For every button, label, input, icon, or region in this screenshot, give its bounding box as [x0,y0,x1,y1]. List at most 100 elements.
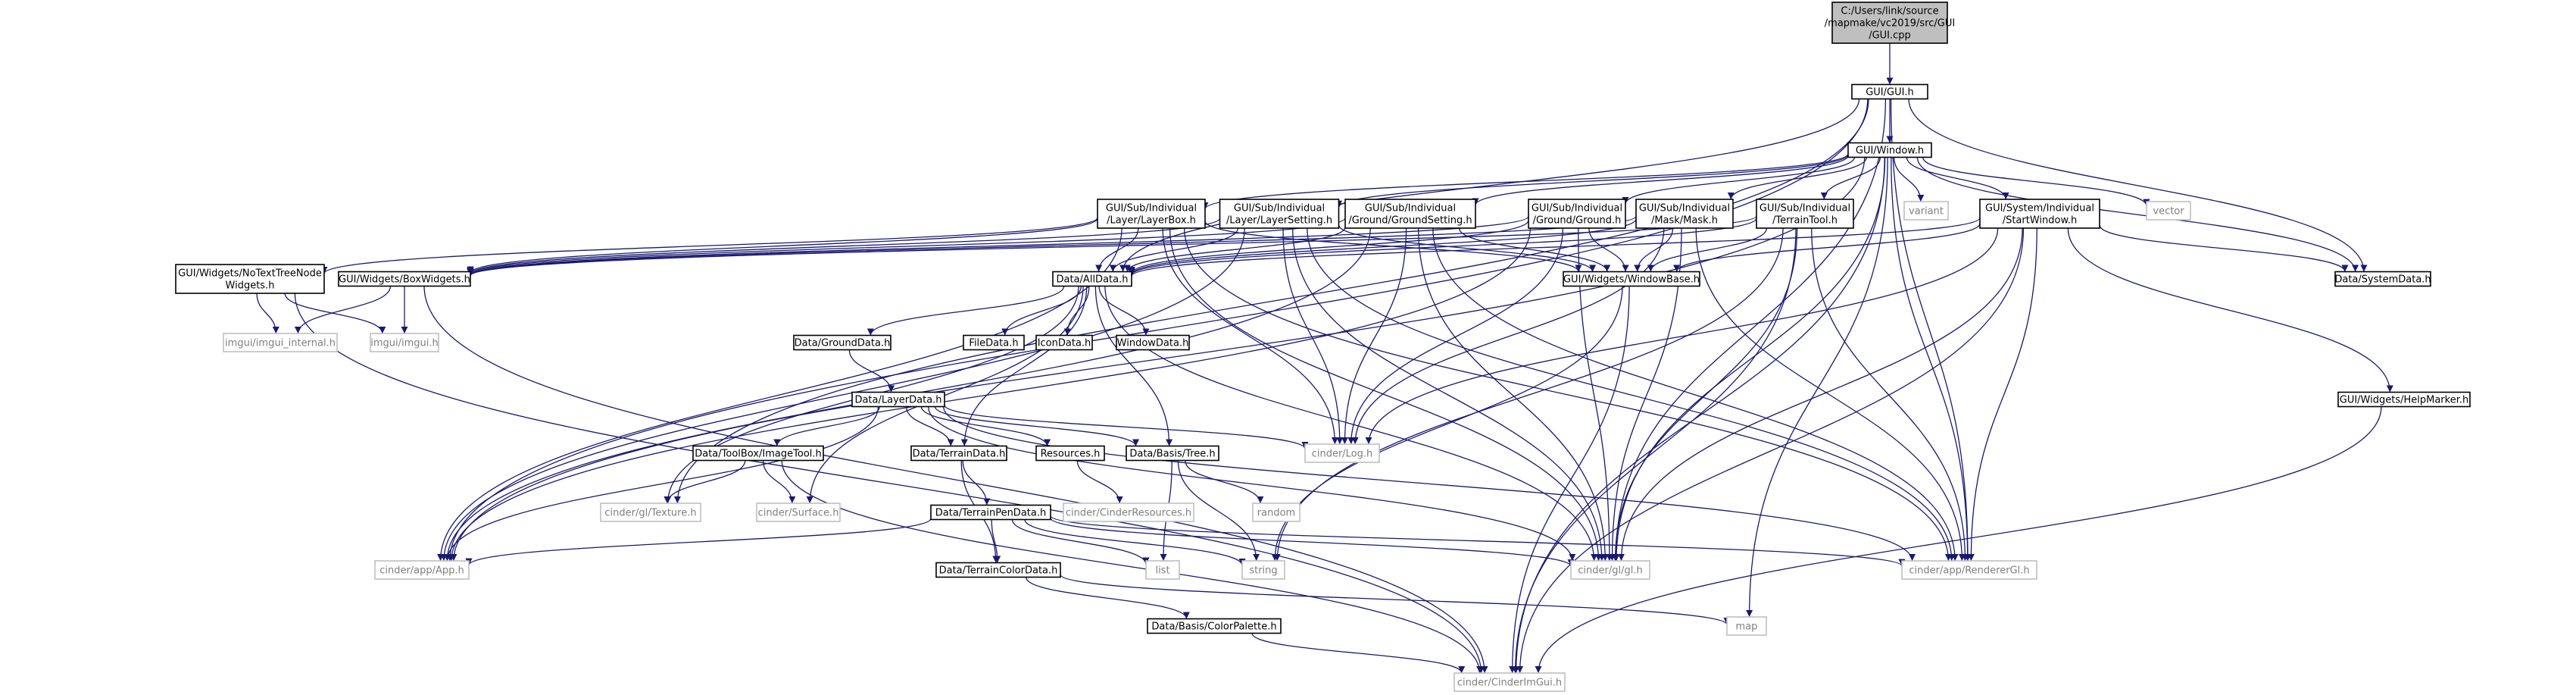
node-window[interactable]: GUI/Window.h [1847,142,1932,158]
edge-startwindow-to-renderergl [1967,227,2037,562]
edge-layersetting-to-renderergl [1307,227,1956,562]
node-groundsetting[interactable]: GUI/Sub/Individual/Ground/GroundSetting.… [1344,199,1476,229]
node-layersetting-label: GUI/Sub/Individual [1234,203,1325,214]
node-boxwidgets[interactable]: GUI/Widgets/BoxWidgets.h [338,271,471,287]
edge-alldata-to-surface [806,286,1084,504]
edge-window-to-layersetting [1335,154,1849,208]
node-groundsetting-box [1344,199,1476,229]
node-vector-box [2146,201,2191,221]
node-vector: vector [2146,201,2191,221]
node-random: random [1252,502,1300,522]
node-windowdata-box [1116,334,1190,351]
edge-layerdata-to-resources [920,406,1051,446]
node-layerbox[interactable]: GUI/Sub/Individual/Layer/LayerBox.h [1097,199,1206,229]
node-terraintool[interactable]: GUI/Sub/Individual/TerrainTool.h [1756,199,1854,229]
edge-mask-to-glgl [1608,227,1682,562]
node-colorpalette-label: Data/Basis/ColorPalette.h [1151,621,1276,633]
node-startwindow[interactable]: GUI/System/Individual/StartWindow.h [1979,199,2100,229]
node-windowbase-label: GUI/Widgets/WindowBase.h [1563,274,1700,286]
node-surface: cinder/Surface.h [756,502,841,522]
node-colorpalette[interactable]: Data/Basis/ColorPalette.h [1147,618,1282,634]
node-layerdata[interactable]: Data/LayerData.h [851,391,945,408]
edge-window-to-startwindow [1906,157,2009,200]
node-terraindata[interactable]: Data/TerrainData.h [910,445,1007,462]
edge-layerbox-to-glgl [1169,227,1603,562]
edge-window-to-appapp [450,157,1866,562]
node-imguiinternal-box [223,333,338,352]
edge-terrainpen-to-list [1011,519,1150,565]
node-cinderlog: cinder/Log.h [1304,443,1380,463]
node-string-box [1241,560,1285,580]
edge-layersetting-to-windowbase [1338,224,1597,272]
node-root-box [1831,2,1948,44]
edge-ground-to-cinderlog [1347,227,1564,445]
edge-layerbox-to-alldata [1095,227,1139,272]
node-root-label: C:/Users/link/source [1841,6,1938,17]
edge-notexttree-to-imguiinternal [256,293,279,334]
node-systemdata[interactable]: Data/SystemData.h [2334,271,2431,287]
node-terraintool-label: GUI/Sub/Individual [1759,203,1850,214]
node-string-label: string [1249,565,1277,577]
node-root[interactable]: C:/Users/link/source/mapmake/vc2019/src/… [1825,2,1955,44]
node-glgl-box [1570,560,1650,580]
edge-ground-to-windowbase [1588,227,1629,272]
edge-layerdata-to-renderergl [943,406,1916,562]
node-terraindata-label: Data/TerrainData.h [913,449,1006,460]
edge-terrainpen-to-appapp [465,518,932,566]
node-guih-label: GUI/GUI.h [1866,87,1914,99]
node-renderergl: cinder/app/RendererGl.h [1901,560,2037,580]
node-alldata[interactable]: Data/AllData.h [1052,271,1132,287]
edge-layerdata-to-tree [934,406,1140,446]
node-tree[interactable]: Data/Basis/Tree.h [1126,445,1219,462]
edge-layersetting-to-appapp [440,227,1245,562]
node-icondata[interactable]: IconData.h [1035,334,1093,351]
node-groundata[interactable]: Data/GroundData.h [793,334,891,351]
edge-tree-to-string [1177,460,1260,562]
edge-terraindata-to-terrainpen [962,460,991,506]
node-windowbase[interactable]: GUI/Widgets/WindowBase.h [1563,271,1700,287]
node-helpmarker-box [2337,391,2471,408]
node-terraintool-box [1756,199,1854,229]
node-resources[interactable]: Resources.h [1035,445,1105,462]
node-helpmarker[interactable]: GUI/Widgets/HelpMarker.h [2337,391,2471,408]
node-mask[interactable]: GUI/Sub/Individual/Mask/Mask.h [1635,199,1734,229]
edge-groundsetting-to-alldata [1123,227,1346,272]
node-surface-box [756,502,841,522]
edge-guih-to-appapp [446,99,1869,562]
node-ground[interactable]: GUI/Sub/Individual/Ground/Ground.h [1528,199,1626,229]
edge-terrainpen-to-glgl [1050,517,1575,567]
edge-colorpalette-to-imguicinder [1251,633,1466,674]
node-terrainpen[interactable]: Data/TerrainPenData.h [930,504,1051,521]
edge-startwindow-to-helpmarker [2067,227,2393,393]
node-cinderres: cinder/CinderResources.h [1063,502,1194,522]
node-imguicinder-label: cinder/CinderImGui.h [1457,678,1562,689]
node-resources-box [1035,445,1105,462]
edge-terraintool-to-alldata [1128,218,1757,276]
node-list-label: list [1155,565,1169,577]
node-helpmarker-label: GUI/Widgets/HelpMarker.h [2340,395,2469,406]
node-windowdata[interactable]: WindowData.h [1116,334,1190,351]
edge-window-to-terraintool [1820,157,1881,200]
node-imguiinternal: imgui/imgui_internal.h [223,333,338,352]
node-root-label: /mapmake/vc2019/src/GUI [1825,18,1955,30]
edge-ground-to-glgl [1578,227,1613,562]
node-boxwidgets-box [338,271,471,287]
node-list: list [1145,560,1180,580]
node-filedata[interactable]: FileData.h [963,334,1025,351]
edge-groundsetting-to-renderergl [1432,227,1959,562]
edge-window-to-systemdata [1916,157,2359,272]
node-layerbox-box [1097,199,1206,229]
node-layerbox-label: GUI/Sub/Individual [1106,203,1197,214]
node-surface-label: cinder/Surface.h [758,508,839,519]
node-glgl-label: cinder/gl/gl.h [1578,565,1642,577]
edge-window-to-glgl [1613,157,1886,562]
node-resources-label: Resources.h [1041,449,1101,460]
node-layersetting[interactable]: GUI/Sub/Individual/Layer/LayerSetting.h [1219,199,1340,229]
node-guih[interactable]: GUI/GUI.h [1851,83,1928,100]
edge-terraincolor-to-map [1060,574,1731,625]
node-imagetool[interactable]: Data/ToolBox/ImageTool.h [692,445,824,462]
node-terraincolor[interactable]: Data/TerrainColorData.h [935,562,1061,578]
node-window-label: GUI/Window.h [1856,146,1924,157]
node-ground-label: /Ground/Ground.h [1533,215,1622,227]
